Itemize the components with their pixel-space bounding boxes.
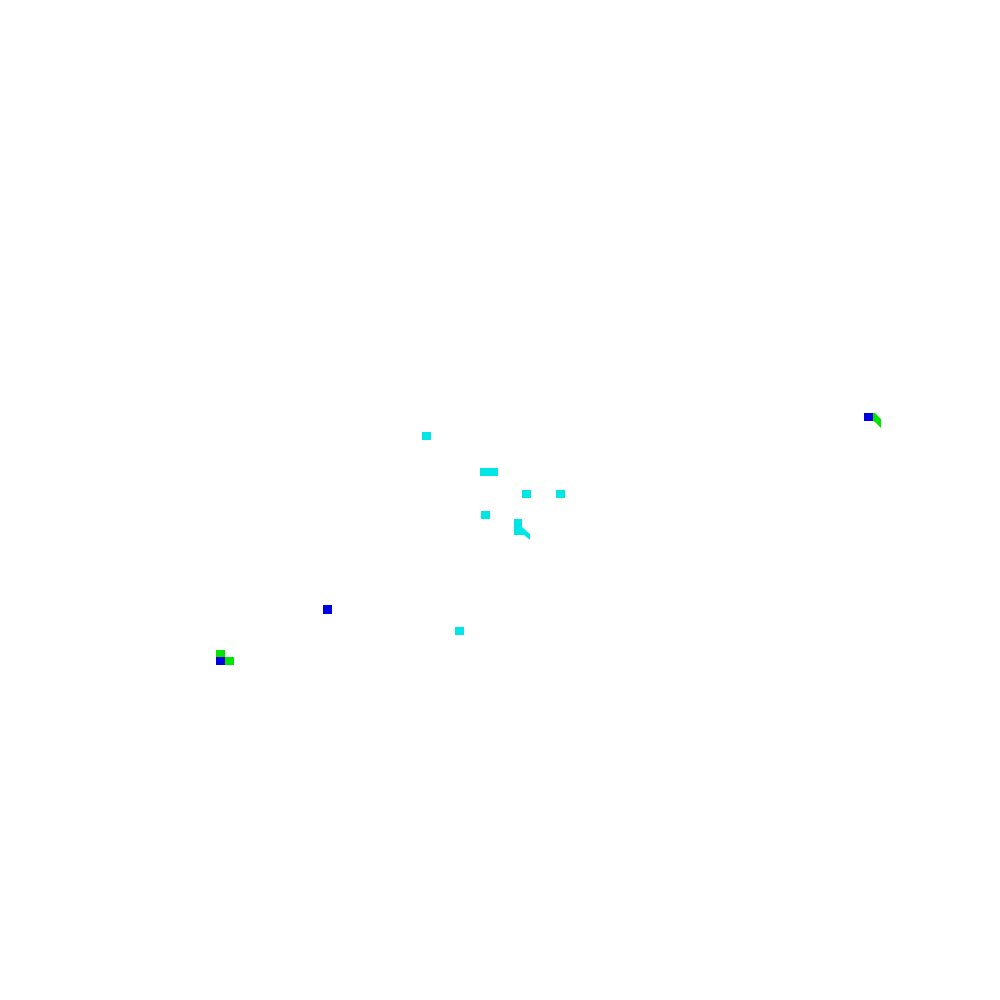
blue-pixel — [864, 413, 873, 421]
cyan-pixel — [455, 627, 464, 635]
blue-pixel — [216, 657, 225, 665]
green-pixel — [225, 657, 234, 665]
cyan-pixel — [514, 519, 522, 527]
cyan-pixel — [481, 511, 490, 519]
cyan-pixel — [422, 432, 431, 440]
cyan-pixel — [522, 490, 531, 498]
cyan-pixel-stroke — [514, 527, 530, 540]
green-pixel-stroke — [873, 413, 881, 428]
cyan-pixel — [480, 468, 498, 476]
cyan-pixel — [556, 490, 565, 498]
blue-pixel — [323, 605, 332, 614]
green-pixel — [216, 650, 225, 657]
